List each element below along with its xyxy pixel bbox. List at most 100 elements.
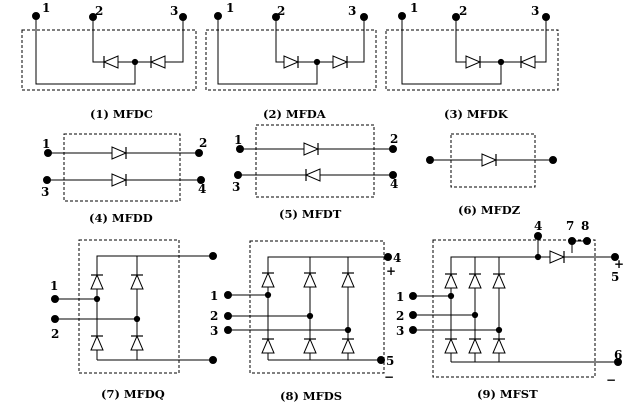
mfst-terminal-3 [409, 326, 417, 334]
mfdd-housing [63, 133, 181, 202]
mfdt-terminal-3 [234, 171, 242, 179]
mfdq-junction-1 [93, 295, 101, 303]
mfdk-terminal-3 [542, 13, 550, 21]
mfdq-terminal-1 [51, 295, 59, 303]
mfdc-pin-3: 3 [170, 4, 178, 18]
mfda-housing [205, 29, 377, 91]
mfda-diode-a [283, 55, 299, 69]
mfdt-pin-2: 2 [390, 132, 398, 146]
mfda-terminal-3 [360, 13, 368, 21]
mfdq-pin-2: 2 [51, 327, 59, 341]
mfdq-pin-1: 1 [50, 279, 58, 293]
mfdk-pin-2: 2 [459, 4, 467, 18]
mfds-junction-1 [264, 291, 272, 299]
mfst-pin-3: 3 [396, 324, 404, 338]
mfda-wire-1 [217, 16, 318, 85]
mfds-diode-6 [341, 338, 355, 354]
mfdq-diode-3 [130, 274, 144, 290]
mfst-terminal-1 [409, 292, 417, 300]
mfst-diode-2 [444, 338, 458, 354]
mfdt-terminal-1 [236, 145, 244, 153]
mfda-pin-2: 2 [277, 4, 285, 18]
mfdk-terminal-1 [398, 12, 406, 20]
mfst-terminal-5 [611, 253, 619, 261]
mfdq-terminal-positive [209, 252, 217, 260]
mfdk-diode-b [520, 55, 536, 69]
mfdq-diode-1 [90, 274, 104, 290]
mfdc-terminal-3 [179, 13, 187, 21]
module-mfda [205, 12, 377, 91]
mfdc-pin-2: 2 [95, 4, 103, 18]
mfdq-housing [78, 239, 180, 374]
mfds-housing [249, 240, 385, 374]
mfst-terminal-6 [614, 358, 622, 366]
mfdc-housing [21, 29, 197, 91]
mfdt-pin-1: 1 [234, 133, 242, 147]
mfst-diode-5 [492, 273, 506, 289]
mfdq-diode-2 [90, 335, 104, 351]
mfdz-terminal-left [426, 156, 434, 164]
mfda-caption: (2) MFDA [263, 107, 327, 121]
mfdq-caption: (7) MFDQ [101, 387, 165, 401]
mfdd-diode-top [111, 146, 127, 160]
mfds-terminal-4 [384, 253, 392, 261]
module-mfdk [385, 12, 559, 91]
mfds-terminal-2 [224, 312, 232, 320]
mfdt-caption: (5) MFDT [279, 207, 342, 221]
mfdc-pin-1: 1 [42, 1, 50, 15]
mfds-pin-2: 2 [210, 309, 218, 323]
module-mfdz [426, 133, 557, 188]
mfdc-diode-b [150, 55, 166, 69]
mfds-junction-3 [344, 326, 352, 334]
module-mfdt [234, 124, 397, 198]
mfda-junction-dot [313, 58, 321, 66]
mfdc-terminal-2 [89, 13, 97, 21]
mfdd-terminal-3 [43, 176, 51, 184]
mfdt-terminal-4 [389, 171, 397, 179]
mfda-wire-2-3 [275, 17, 365, 63]
mfst-junction-2 [471, 311, 479, 319]
mfdd-diode-bottom [111, 173, 127, 187]
mfdk-caption: (3) MFDK [444, 107, 509, 121]
mfdc-caption: (1) MFDC [90, 107, 153, 121]
mfdt-pin-3: 3 [232, 180, 240, 194]
mfst-terminal-7 [568, 237, 576, 245]
mfdc-wire-2-3 [92, 17, 184, 63]
mfda-pin-1: 1 [226, 1, 234, 15]
mfst-housing [432, 239, 596, 378]
mfst-pin-4: 4 [534, 219, 542, 233]
mfds-pin-5: 5 [386, 354, 394, 368]
mfdk-junction-dot [497, 58, 505, 66]
mfdk-pin-3: 3 [531, 4, 539, 18]
mfdz-terminal-right [549, 156, 557, 164]
module-mfst [409, 232, 622, 378]
mfdd-pin-2: 2 [199, 136, 207, 150]
mfdt-diode-bottom [305, 168, 321, 182]
mfdc-terminal-1 [32, 12, 40, 20]
mfdc-diode-a [103, 55, 119, 69]
mfst-diode-6 [492, 338, 506, 354]
mfdc-junction-dot [131, 58, 139, 66]
mfds-junction-2 [306, 312, 314, 320]
mfst-terminal-2 [409, 311, 417, 319]
mfdt-terminal-2 [389, 145, 397, 153]
mfdc-wire-1 [35, 16, 136, 85]
module-mfdq [51, 239, 217, 374]
mfst-pin-5: 5 [611, 270, 619, 284]
mfdq-junction-2 [133, 315, 141, 323]
module-mfds [224, 240, 392, 374]
mfds-diode-4 [303, 338, 317, 354]
mfds-diode-3 [303, 272, 317, 288]
mfdt-pin-4: 4 [390, 177, 398, 191]
mfst-pin-8: 8 [581, 219, 589, 233]
mfdk-pin-1: 1 [410, 1, 418, 15]
mfdz-caption: (6) MFDZ [458, 203, 520, 217]
mfda-terminal-1 [214, 12, 222, 20]
mfst-pin-7: 7 [566, 219, 574, 233]
mfdt-diode-top [303, 142, 319, 156]
mfst-thyristor [549, 250, 565, 264]
mfdk-terminal-2 [452, 13, 460, 21]
mfst-diode-4 [468, 338, 482, 354]
mfst-pin-2: 2 [396, 309, 404, 323]
